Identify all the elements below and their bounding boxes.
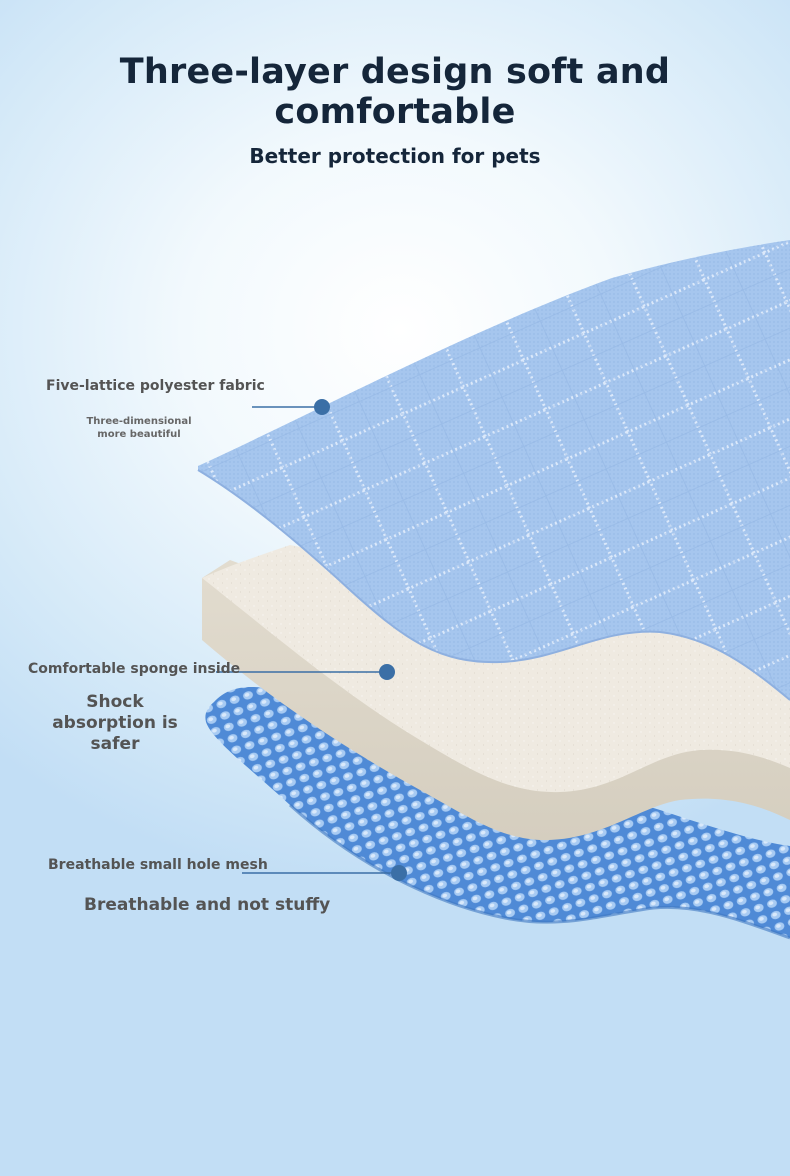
callout-fabric — [252, 399, 330, 415]
mesh-layer-benefit: Breathable and not stuffy — [84, 895, 331, 915]
page-subtitle: Better protection for pets — [249, 144, 541, 168]
sponge-layer-benefit: Shock absorption is safer — [52, 692, 178, 754]
callout-mesh — [242, 865, 407, 881]
mesh-layer-label: Breathable small hole mesh — [48, 857, 268, 873]
fabric-layer-benefit: Three-dimensional more beautiful — [86, 416, 192, 440]
fabric-layer — [197, 240, 790, 701]
callout-sponge — [216, 664, 395, 680]
sponge-layer-label: Comfortable sponge inside — [28, 661, 241, 677]
fabric-layer-label: Five-lattice polyester fabric — [46, 378, 265, 394]
sponge-layer — [202, 545, 790, 841]
page-title: Three-layer design soft and comfortable — [119, 52, 671, 132]
